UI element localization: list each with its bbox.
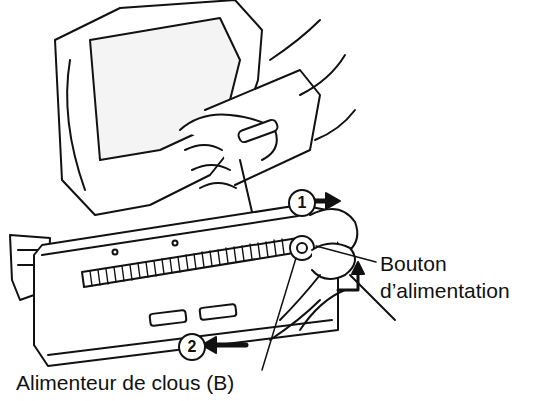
callout-number: 1 [288,189,316,217]
part-label: Bouton d’alimentation [380,250,536,305]
callout-number: 2 [178,333,206,361]
part-label: Alimenteur de clous (B) [16,369,346,396]
